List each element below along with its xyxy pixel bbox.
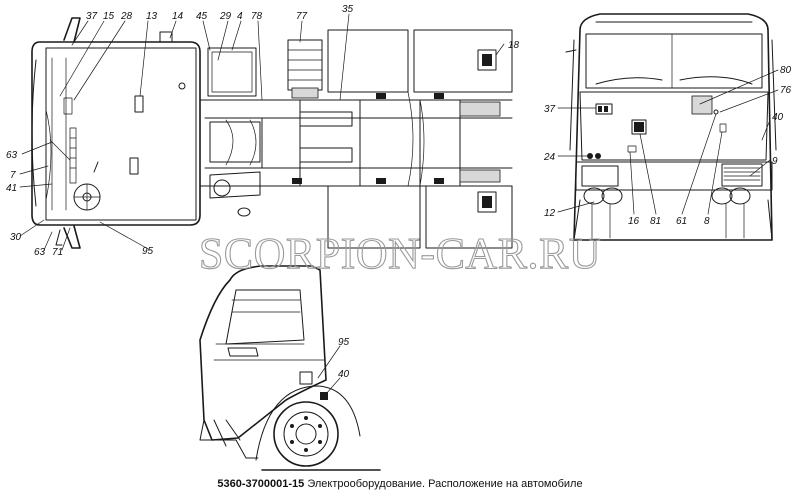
callout-61: 61 — [676, 216, 687, 227]
callout-28: 28 — [120, 11, 133, 22]
callout-15: 15 — [103, 11, 115, 22]
callout-95-top: 95 — [142, 246, 154, 257]
top-view-callouts: 37 15 28 13 14 45 29 4 78 77 35 18 63 7 … — [6, 4, 520, 258]
callout-63-lower: 63 — [34, 247, 46, 258]
callout-45: 45 — [196, 11, 208, 22]
callout-37-top: 37 — [86, 11, 98, 22]
callout-12: 12 — [544, 208, 556, 219]
callout-14: 14 — [172, 11, 184, 22]
callout-81: 81 — [650, 216, 661, 227]
callout-41: 41 — [6, 183, 17, 194]
callout-30: 30 — [10, 232, 22, 243]
caption-code: 5360-3700001-15 — [217, 478, 305, 490]
callout-16: 16 — [628, 216, 640, 227]
callout-63-upper: 63 — [6, 150, 18, 161]
callout-37-front: 37 — [544, 104, 556, 115]
callout-8: 8 — [704, 216, 710, 227]
caption-title: Электрооборудование. Расположение на авт… — [307, 478, 583, 490]
callout-13: 13 — [146, 11, 158, 22]
callout-29: 29 — [219, 11, 232, 22]
callout-40-side: 40 — [338, 369, 350, 380]
front-face-view — [557, 13, 779, 241]
callout-24: 24 — [543, 152, 556, 163]
watermark-text: SCORPION-CAR.RU — [199, 229, 601, 278]
callout-40-front: 40 — [772, 112, 784, 123]
callout-76: 76 — [780, 85, 792, 96]
figure-caption: 5360-3700001-15 Электрооборудование. Рас… — [0, 478, 800, 490]
callout-80: 80 — [780, 65, 792, 76]
callout-7: 7 — [10, 170, 16, 181]
front-view-callouts: 80 76 37 40 24 9 12 16 81 61 8 — [543, 65, 792, 227]
callout-35: 35 — [342, 4, 354, 15]
side-view-callouts: 95 40 — [338, 337, 350, 380]
callout-71: 71 — [52, 247, 63, 258]
callout-95-side: 95 — [338, 337, 350, 348]
callout-18: 18 — [508, 40, 520, 51]
side-view — [199, 265, 381, 471]
top-view — [19, 13, 513, 251]
callout-77: 77 — [296, 11, 308, 22]
callout-78: 78 — [251, 11, 263, 22]
callout-9: 9 — [772, 156, 778, 167]
callout-4: 4 — [237, 11, 243, 22]
